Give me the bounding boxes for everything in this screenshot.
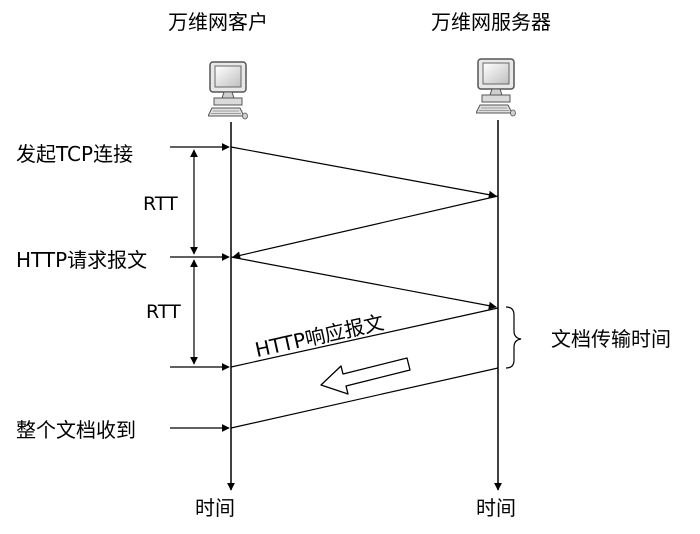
http-request-message (230, 256, 497, 310)
response-first-bit-line (230, 307, 499, 368)
rtt-label-first: RTT (143, 193, 178, 215)
client-title: 万维网客户 (168, 10, 268, 34)
syn-ack-message (232, 195, 499, 260)
rtt-label-second: RTT (146, 301, 181, 323)
client-computer-icon (208, 61, 248, 120)
response-last-bit-line (230, 367, 499, 429)
http-request-label: HTTP请求报文 (16, 248, 148, 272)
client-time-label: 时间 (195, 496, 235, 520)
transfer-time-label: 文档传输时间 (551, 327, 671, 351)
transfer-brace (505, 306, 522, 369)
tcp-connect-label: 发起TCP连接 (16, 142, 134, 166)
server-computer-icon (476, 58, 516, 117)
transfer-direction-arrow (320, 357, 411, 395)
syn-message (230, 146, 497, 199)
doc-received-label: 整个文档收到 (16, 418, 136, 442)
server-time-label: 时间 (476, 496, 516, 520)
server-title: 万维网服务器 (431, 10, 551, 34)
